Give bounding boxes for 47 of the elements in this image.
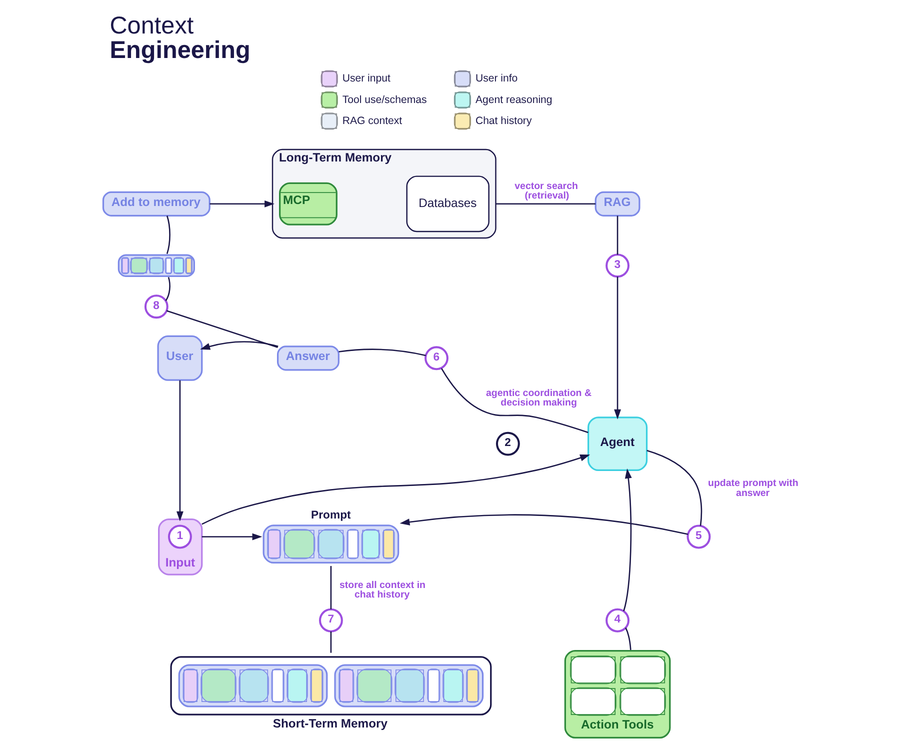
connector	[166, 216, 170, 254]
node-circle: 1	[168, 524, 192, 549]
node-circle: 7	[318, 608, 342, 632]
node-circle: 8	[144, 294, 168, 319]
node-box: Add to memory	[102, 191, 210, 216]
connector	[164, 277, 170, 302]
connector	[166, 310, 278, 348]
connector	[330, 632, 332, 653]
arrow	[399, 514, 688, 535]
connector	[330, 566, 332, 610]
node-circle: 4	[605, 608, 629, 632]
arrow	[622, 468, 632, 612]
arrow	[614, 276, 620, 420]
connector	[646, 450, 702, 526]
arrow	[176, 380, 183, 522]
legend-label: User input	[342, 72, 390, 85]
edge-label: update prompt with answer	[708, 478, 798, 499]
arrow	[201, 454, 590, 525]
node-box	[170, 656, 492, 716]
node-box: User	[156, 335, 202, 381]
edge-label: vector search (retrieval)	[514, 180, 578, 202]
legend-label: Tool use/schemas	[342, 94, 426, 106]
node-box: Answer	[276, 346, 339, 371]
arrow	[209, 200, 274, 208]
node-circle: 6	[424, 346, 448, 370]
legend-label: User info	[474, 72, 518, 85]
connector	[495, 203, 595, 205]
diagram-title: Context Engineering	[109, 12, 250, 64]
node-box: Databases	[406, 176, 489, 232]
node-circle: 5	[686, 524, 710, 549]
edge-label: agentic coordination & decision making	[486, 388, 591, 409]
connector	[338, 348, 426, 356]
node-box: RAG	[594, 191, 640, 216]
node-box: Agent	[587, 416, 648, 471]
legend-label: RAG context	[342, 114, 402, 127]
legend-label: Agent reasoning	[474, 94, 552, 106]
edge-label: store all context in chat history	[338, 580, 425, 601]
node-circle: 2	[495, 432, 520, 456]
node-label: Prompt	[310, 509, 350, 522]
connector	[440, 368, 588, 434]
legend-label: Chat history	[474, 114, 532, 127]
node-circle: 3	[605, 254, 629, 278]
node-label: Short-Term Memory	[272, 716, 388, 731]
connector	[624, 628, 631, 650]
arrow	[201, 533, 262, 540]
arrow	[200, 341, 278, 350]
connector	[616, 216, 618, 255]
